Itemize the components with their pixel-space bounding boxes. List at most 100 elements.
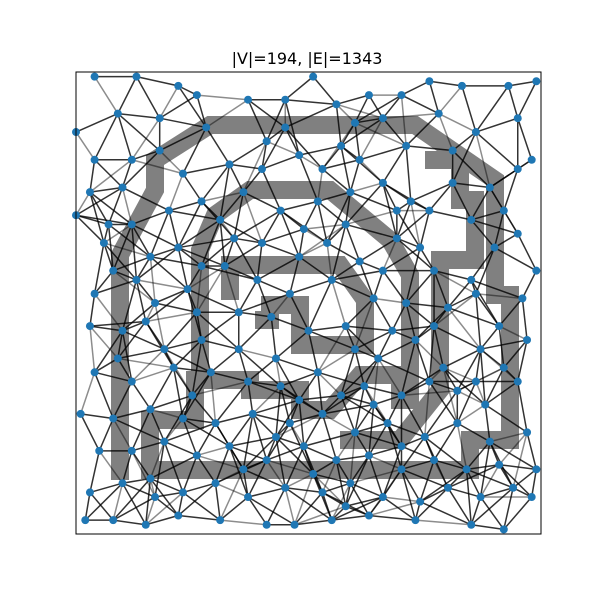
graph-node: [267, 312, 276, 321]
graph-node: [211, 419, 220, 428]
graph-edge: [177, 482, 216, 517]
graph-edge: [94, 293, 124, 332]
graph-edge: [238, 316, 272, 350]
graph-edge: [243, 191, 281, 212]
graph-edge: [219, 469, 245, 521]
graph-node: [346, 479, 355, 488]
graph-edge: [247, 496, 268, 526]
graph-edge: [419, 210, 431, 248]
graph-edge: [414, 339, 431, 382]
graph-edge: [75, 191, 91, 216]
graph-edge: [470, 247, 496, 281]
graph-edge: [359, 237, 398, 263]
graph-node: [416, 243, 425, 252]
graph-edge: [484, 367, 505, 405]
graph-edge: [145, 514, 179, 526]
graph-edge: [377, 357, 430, 383]
graph-edge: [275, 436, 314, 475]
graph-node: [151, 299, 160, 307]
graph-edge: [401, 468, 449, 489]
graph-edge: [257, 279, 291, 295]
graph-edge: [340, 348, 356, 396]
graph-edge: [94, 270, 114, 295]
graph-node: [467, 215, 476, 224]
graph-edge: [494, 246, 537, 272]
graph-edge: [94, 357, 119, 373]
graph-node: [271, 432, 280, 441]
graph-edge: [345, 325, 356, 350]
graph-edge: [135, 246, 179, 281]
graph-edge: [289, 256, 300, 294]
graph-edge: [214, 483, 221, 521]
graph-node: [481, 400, 490, 409]
graph-edge: [121, 450, 133, 484]
graph-edge: [414, 339, 444, 369]
graph-edges: [75, 75, 538, 531]
graph-edge: [401, 390, 458, 397]
graph-edge: [154, 302, 166, 350]
graph-edge: [447, 293, 477, 309]
graph-node: [499, 206, 508, 215]
graph-edge: [103, 223, 133, 244]
graph-edge: [345, 325, 393, 332]
graph-edge: [233, 209, 281, 239]
graph-edge: [117, 357, 174, 369]
graph-edge: [321, 145, 342, 170]
graph-node: [532, 77, 541, 86]
graph-node: [351, 428, 359, 437]
graph-node: [416, 497, 425, 506]
graph-edge: [159, 150, 184, 175]
graph-node: [127, 446, 136, 455]
graph-edge: [382, 112, 439, 119]
graph-node: [318, 488, 327, 497]
graph-node: [141, 520, 150, 529]
graph-edge: [396, 237, 435, 272]
graph-edge: [164, 339, 202, 350]
graph-node: [351, 118, 359, 127]
graph-node: [318, 165, 327, 174]
graph-edge: [84, 482, 124, 521]
graph-edge: [145, 311, 198, 323]
graph-node: [495, 322, 504, 331]
graph-edge: [219, 219, 226, 267]
graph-edge: [173, 367, 193, 396]
graph-edge: [135, 279, 147, 322]
graph-edge: [177, 85, 207, 128]
graph-edge: [164, 422, 216, 443]
graph-edge: [350, 482, 384, 498]
graph-edge: [299, 394, 342, 401]
graph-edge: [154, 288, 188, 304]
graph-edge: [89, 325, 123, 332]
graph-edge: [117, 112, 160, 119]
graph-edge: [275, 399, 300, 438]
graph-edge: [345, 496, 384, 508]
graph-edge: [498, 297, 523, 327]
graph-node: [364, 91, 373, 100]
graph-edge: [345, 223, 398, 240]
graph-edge: [294, 505, 346, 526]
graph-node: [174, 243, 183, 252]
graph-node: [476, 345, 485, 354]
graph-edge: [98, 418, 114, 452]
graph-edge: [382, 238, 398, 271]
graph-edge: [359, 145, 407, 161]
graph-edge: [340, 117, 384, 147]
graph-node: [234, 345, 243, 354]
graph-edge: [391, 330, 416, 341]
graph-edge: [285, 487, 323, 494]
graph-edge: [93, 330, 124, 373]
graph-node: [99, 238, 108, 247]
graph-node: [388, 326, 397, 335]
graph-edge: [285, 98, 337, 106]
graph-edge: [121, 150, 161, 189]
graph-node: [253, 275, 262, 284]
graph-edge: [112, 417, 165, 443]
graph-edge: [377, 330, 393, 359]
graph-node: [444, 303, 452, 312]
graph-edge: [280, 371, 319, 387]
graph-node: [374, 354, 383, 363]
graph-edge: [200, 339, 212, 373]
graph-edge: [475, 381, 486, 405]
graph-edge: [349, 455, 370, 484]
graph-edge: [475, 85, 510, 133]
